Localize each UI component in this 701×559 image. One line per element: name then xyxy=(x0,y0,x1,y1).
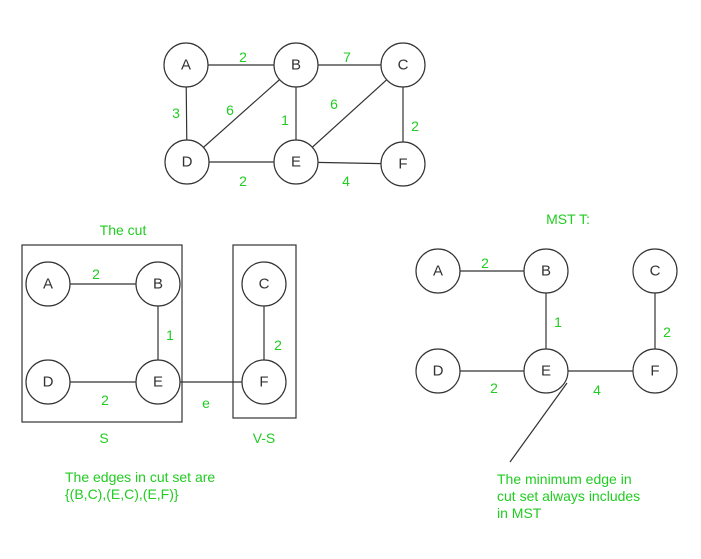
mst-graph-weight-e-f: 4 xyxy=(593,382,601,398)
original-graph-edge-c-e xyxy=(295,64,404,163)
cut-graph-node-label-a: A xyxy=(43,276,53,293)
mst-graph-weight-a-b: 2 xyxy=(481,255,489,271)
vs-partition-box xyxy=(232,244,297,419)
s-partition-box xyxy=(21,244,183,423)
original-graph-node-f xyxy=(380,141,426,187)
note-line-3: in MST xyxy=(497,505,542,521)
mst-graph-node-label-b: B xyxy=(541,263,551,280)
mst-graph-weight-b-e: 1 xyxy=(554,314,562,330)
mst-graph-node-e xyxy=(523,348,569,394)
original-graph-weight-b-d: 6 xyxy=(226,102,234,118)
original-graph-node-c xyxy=(380,42,426,88)
mst-graph-node-label-f: F xyxy=(650,363,659,380)
mst-graph-node-label-c: C xyxy=(650,263,661,280)
cut-graph-node-label-d: D xyxy=(43,374,54,391)
original-graph-node-label-e: E xyxy=(291,154,301,171)
mst-graph-weight-d-e: 2 xyxy=(490,380,498,396)
cut-graph-weight-c-f: 2 xyxy=(274,337,282,353)
original-graph-node-b xyxy=(273,42,319,88)
mst-graph-node-d xyxy=(415,348,461,394)
cut-graph-node-label-e: E xyxy=(153,374,163,391)
s-label: S xyxy=(99,430,108,446)
cut-graph-node-f xyxy=(241,359,287,405)
original-graph-weight-a-b: 2 xyxy=(239,49,247,65)
cut-graph-node-a xyxy=(25,261,71,307)
cut-graph-weight-a-b: 2 xyxy=(92,266,100,282)
cut-graph-weight-d-e: 2 xyxy=(101,392,109,408)
original-graph-weight-b-e: 1 xyxy=(281,112,289,128)
original-graph-node-label-f: F xyxy=(398,156,407,173)
original-graph-weight-d-e: 2 xyxy=(239,173,247,189)
mst-graph-node-label-e: E xyxy=(541,363,551,380)
mst-graph-node-a xyxy=(415,248,461,294)
original-graph: A B C D E F 2 7 3 6 1 6 2 2 4 xyxy=(163,42,426,189)
original-graph-node-d xyxy=(164,139,210,185)
original-graph-weight-b-c: 7 xyxy=(343,49,351,65)
original-graph-node-label-a: A xyxy=(181,57,191,74)
mst-graph-node-label-a: A xyxy=(433,263,443,280)
original-graph-node-a xyxy=(163,42,209,88)
cut-graph-node-b xyxy=(135,261,181,307)
mst-graph-node-c xyxy=(632,248,678,294)
original-graph-edge-b-d xyxy=(186,64,297,163)
original-graph-weight-c-e: 6 xyxy=(330,96,338,112)
cut-set-line-2: {(B,C),(E,C),(E,F)} xyxy=(65,486,179,502)
note-pointer-line xyxy=(509,382,568,463)
cut-graph-node-d xyxy=(25,359,71,405)
mst-title: MST T: xyxy=(546,211,590,227)
original-graph-weight-a-d: 3 xyxy=(172,105,180,121)
cut-graph-weight-b-e: 1 xyxy=(166,327,174,343)
cut-graph-node-label-f: F xyxy=(259,374,268,391)
note-line-2: cut set always includes xyxy=(497,488,640,504)
original-graph-weight-c-f: 2 xyxy=(411,118,419,134)
mst-graph-node-b xyxy=(523,248,569,294)
cut-graph-node-e xyxy=(135,359,181,405)
mst-graph-node-f xyxy=(632,348,678,394)
cut-graph-weight-e-f: e xyxy=(202,395,210,411)
cut-set-line-1: The edges in cut set are xyxy=(65,469,215,485)
mst-graph-weight-c-f: 2 xyxy=(663,324,671,340)
original-graph-node-label-c: C xyxy=(398,57,409,74)
original-graph-node-e xyxy=(273,139,319,185)
note-line-1: The minimum edge in xyxy=(497,471,632,487)
cut-title: The cut xyxy=(100,222,147,238)
cut-graph-node-c xyxy=(241,261,287,307)
cut-graph: A B D E C F 2 1 2 2 e xyxy=(21,244,297,423)
mst-graph-node-label-d: D xyxy=(433,363,444,380)
cut-graph-node-label-b: B xyxy=(153,276,163,293)
vs-label: V-S xyxy=(253,430,276,446)
original-graph-node-label-b: B xyxy=(291,57,301,74)
cut-graph-node-label-c: C xyxy=(259,276,270,293)
original-graph-weight-e-f: 4 xyxy=(342,173,350,189)
original-graph-node-label-d: D xyxy=(182,154,193,171)
mst-graph: A B C D E F 2 1 2 2 4 xyxy=(415,248,678,463)
